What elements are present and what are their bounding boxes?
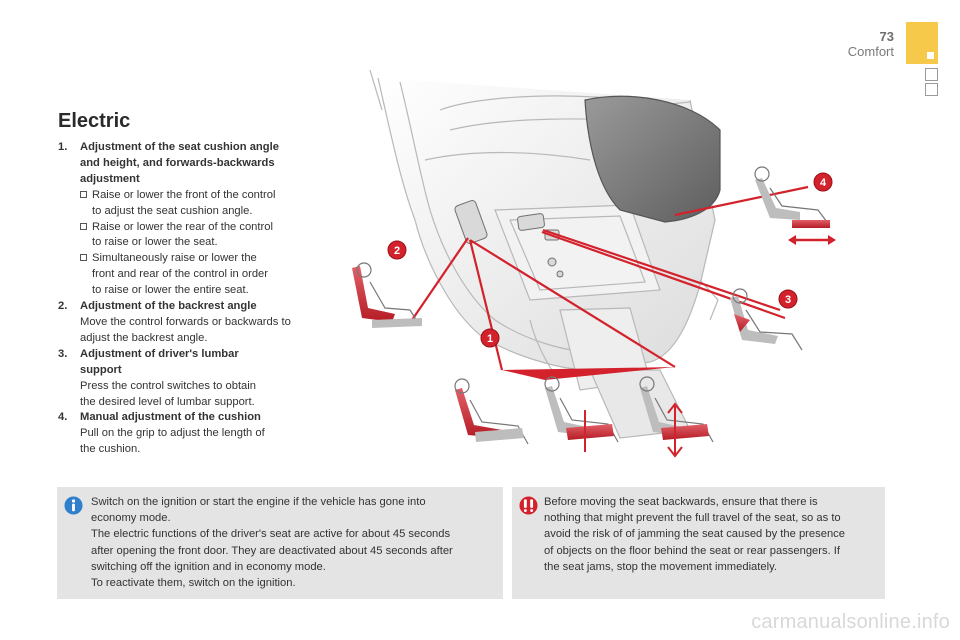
- section-heading: Electric: [58, 110, 131, 132]
- note-line: after opening the front door. They are d…: [91, 544, 453, 557]
- callout-4: 4: [813, 172, 833, 192]
- seat-illustration: 1 2 3 4: [352, 70, 836, 458]
- item-title-line: support: [80, 363, 122, 376]
- note-line: nothing that might prevent the full trav…: [544, 512, 841, 525]
- note-line: switching off the ignition and in econom…: [91, 560, 326, 573]
- seat-control-switches: [454, 200, 564, 278]
- chapter-tab-empty-2[interactable]: [925, 83, 938, 96]
- callout-1: 1: [480, 328, 500, 348]
- note-line: Before moving the seat backwards, ensure…: [544, 496, 818, 508]
- note-line: the seat jams, stop the movement immedia…: [544, 560, 777, 573]
- tab-marker-icon: [927, 52, 934, 59]
- bullet: Raise or lower the rear of the control t…: [80, 220, 320, 252]
- checkbox-icon: [80, 190, 87, 198]
- note-line: of objects on the floor behind the seat …: [544, 544, 841, 557]
- note-line: The electric functions of the driver's s…: [91, 528, 451, 541]
- note-line: economy mode.: [91, 512, 171, 525]
- item-title-line: Adjustment of the seat cushion angle: [80, 141, 279, 153]
- callout-2: 2: [387, 240, 407, 260]
- warning-note: Before moving the seat backwards, ensure…: [512, 487, 885, 599]
- bullet: Raise or lower the front of the control …: [80, 188, 320, 220]
- item-title-line: Adjustment of driver's lumbar: [80, 347, 239, 360]
- callout-3: 3: [778, 289, 798, 309]
- cushion-length-pictogram: [754, 166, 836, 245]
- chapter-tab[interactable]: [906, 22, 938, 64]
- item-number: 4.: [58, 411, 68, 424]
- checkbox-icon: [80, 254, 87, 262]
- checkbox-icon: [80, 222, 87, 230]
- seat-raise-pictogram: [639, 376, 714, 458]
- item-title-line: and height, and forwards-backwards: [80, 156, 275, 169]
- item-number: 3.: [58, 347, 68, 360]
- item-number: 1.: [58, 141, 68, 153]
- list-item: 4. Manual adjustment of the cushion Pull…: [58, 410, 320, 458]
- item-title-line: adjustment: [80, 172, 140, 185]
- info-note: Switch on the ignition or start the engi…: [57, 487, 503, 599]
- callout-number: 3: [785, 294, 791, 306]
- note-line: To reactivate them, switch on the igniti…: [91, 577, 296, 590]
- callout-number: 2: [394, 245, 400, 257]
- seat-height-pictogram: [544, 376, 619, 452]
- item-number: 2.: [58, 300, 68, 313]
- page-number: 73: [879, 29, 894, 44]
- list-item: 1. Adjustment of the seat cushion angle …: [58, 140, 320, 299]
- info-icon: [64, 496, 83, 515]
- instruction-list: 1. Adjustment of the seat cushion angle …: [58, 140, 320, 458]
- lumbar-support-pictogram: [730, 288, 803, 351]
- note-line: avoid the risk of of jamming the seat ca…: [544, 528, 845, 541]
- callout-number: 4: [820, 177, 827, 189]
- seat-tilt-pictogram: [454, 378, 529, 445]
- chapter-title: Comfort: [847, 44, 894, 59]
- backrest-angle-pictogram: [352, 262, 422, 328]
- note-line: Switch on the ignition or start the engi…: [91, 496, 426, 508]
- chapter-tab-empty-1[interactable]: [925, 68, 938, 81]
- warning-icon: [519, 496, 538, 515]
- leader-arrow-1: [502, 367, 675, 380]
- leader-lines: [411, 185, 809, 371]
- watermark: carmanualsonline.info: [751, 611, 950, 633]
- bullet: Simultaneously raise or lower the front …: [80, 251, 320, 299]
- list-item: 2. Adjustment of the backrest angle Move…: [58, 299, 320, 347]
- callout-number: 1: [487, 333, 493, 345]
- list-item: 3. Adjustment of driver's lumbar support…: [58, 347, 320, 411]
- item-title-line: Adjustment of the backrest angle: [80, 300, 257, 313]
- item-title-line: Manual adjustment of the cushion: [80, 411, 261, 424]
